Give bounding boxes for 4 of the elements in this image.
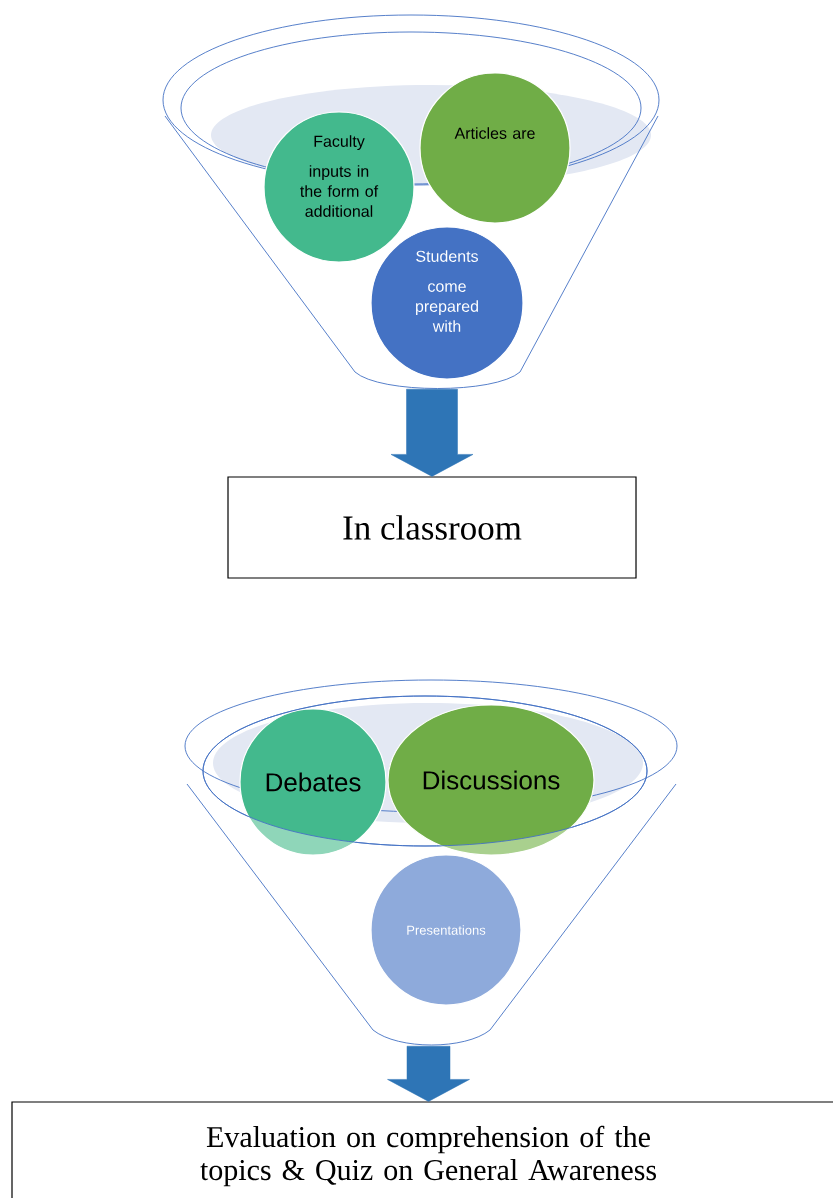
block-arrow xyxy=(387,1045,470,1102)
text-box: Evaluation on comprehension of the topics & Quiz on General Awareness xyxy=(11,1101,833,1198)
text-box: In classroom xyxy=(227,476,637,579)
block-arrow xyxy=(390,388,474,477)
